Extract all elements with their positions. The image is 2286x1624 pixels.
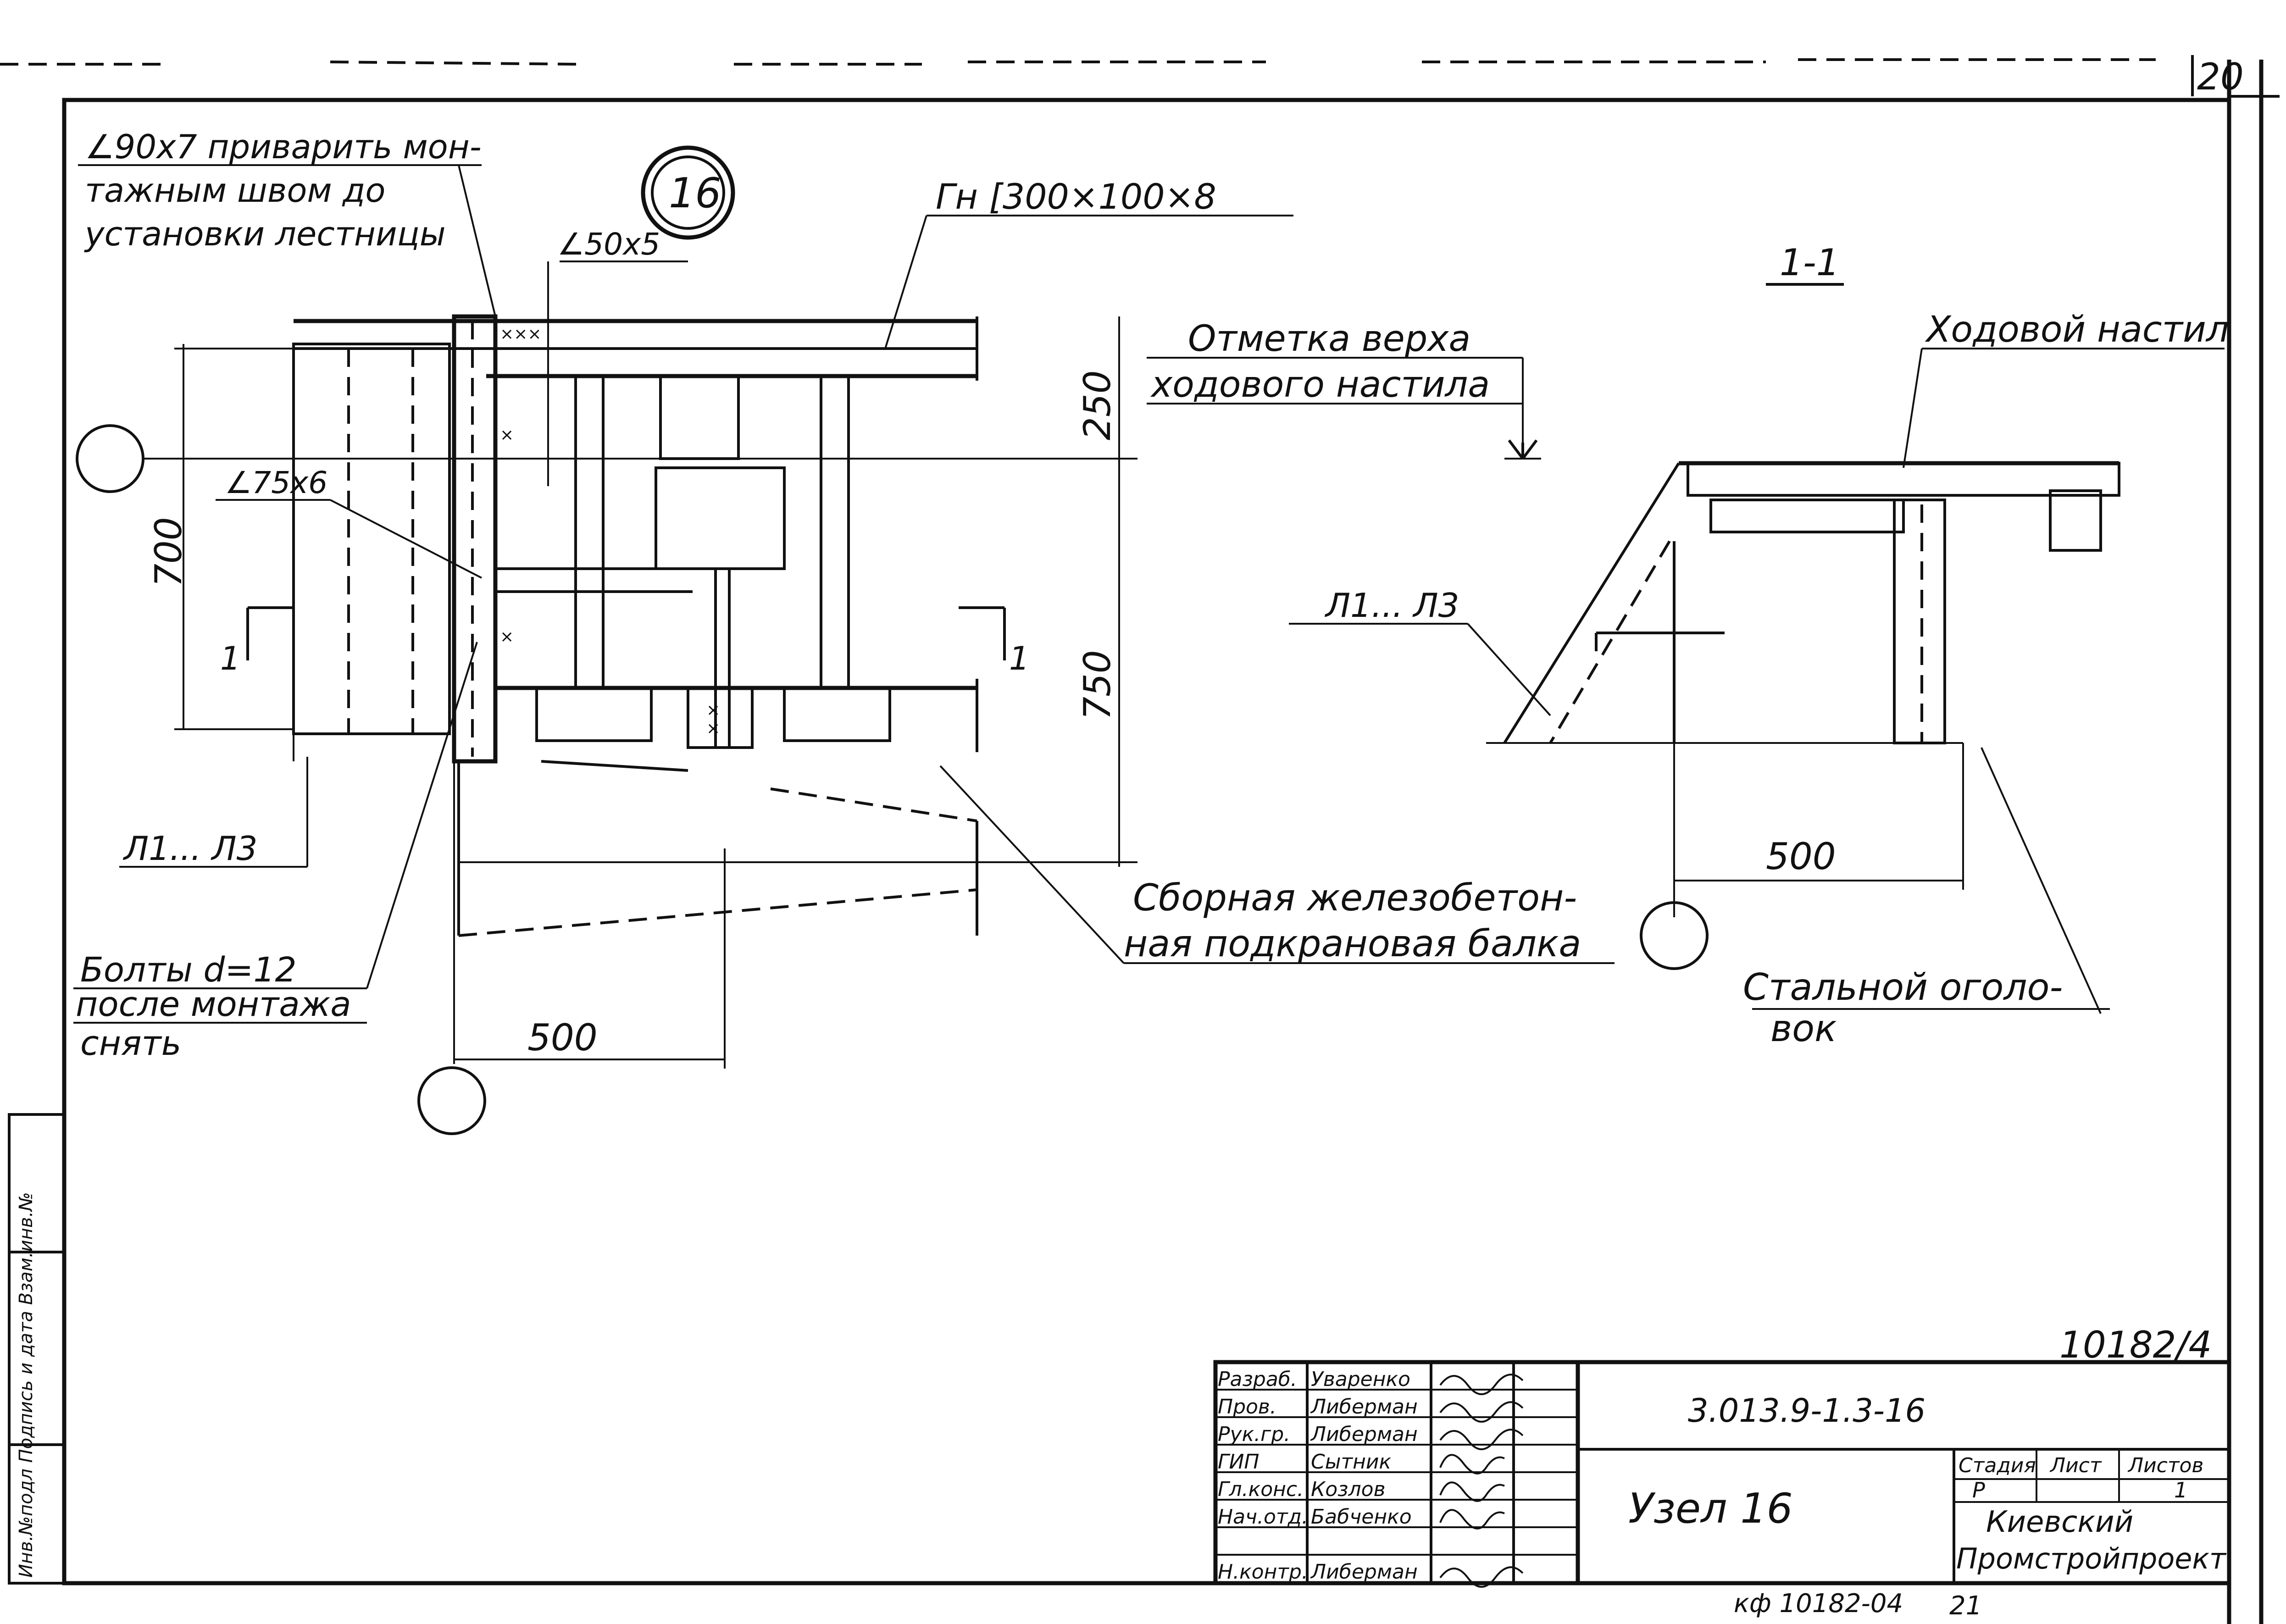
name-5: Бабченко xyxy=(1311,1505,1412,1529)
sheet-header: Лист xyxy=(2049,1454,2102,1477)
stage-value: Р xyxy=(1972,1478,1985,1502)
page-number: 20 xyxy=(2197,55,2244,98)
name-1: Либерман xyxy=(1310,1395,1418,1419)
svg-text:×: × xyxy=(500,627,514,646)
section-mark-left: 1 xyxy=(220,640,241,677)
label-beam-2: ная подкрановая балка xyxy=(1124,922,1581,965)
role-2: Рук.гр. xyxy=(1218,1423,1290,1446)
label-ladders-plan: Л1... Л3 xyxy=(122,829,257,868)
title-block xyxy=(1213,1360,2231,1585)
label-ladders-section: Л1... Л3 xyxy=(1324,586,1459,625)
label-bolts-3: снять xyxy=(80,1024,181,1063)
org-name-1: Киевский xyxy=(1986,1505,2133,1539)
node-number: 16 xyxy=(669,169,721,217)
section-mark-right: 1 xyxy=(1009,640,1030,677)
sheet-value: 1 xyxy=(2174,1478,2187,1502)
label-angle-75: ∠75x6 xyxy=(225,465,327,500)
label-head-1: Стальной оголо- xyxy=(1743,966,2063,1009)
label-head-2: вок xyxy=(1770,1007,1837,1050)
name-3: Сытник xyxy=(1311,1450,1391,1474)
sheet-frame xyxy=(0,55,2280,1624)
label-deck-level-1: Отметка верха xyxy=(1188,318,1470,360)
role-5: Нач.отд. xyxy=(1218,1505,1308,1529)
org-name-2: Промстройпроект xyxy=(1956,1542,2227,1575)
dim-250: 250 xyxy=(1076,370,1119,440)
svg-text:×: × xyxy=(706,701,720,720)
drawing-code: 3.013.9-1.3-16 xyxy=(1688,1392,1925,1430)
drawing-name: Узел 16 xyxy=(1628,1485,1793,1533)
section-view xyxy=(1289,283,2225,1014)
label-angle-90-2: тажным швом до xyxy=(85,171,385,210)
name-7: Либерман xyxy=(1310,1560,1418,1584)
sheets-header: Листов xyxy=(2127,1454,2203,1477)
dim-750: 750 xyxy=(1076,650,1119,720)
plan-leaders xyxy=(73,164,1615,1024)
footer-page: 21 xyxy=(1949,1591,1982,1621)
svg-text:×××: ××× xyxy=(500,325,542,344)
plan-view: ××× × × × × xyxy=(76,145,1137,1135)
role-0: Разраб. xyxy=(1218,1368,1297,1391)
label-deck-level-2: ходового настила xyxy=(1150,364,1490,405)
section-title: 1-1 xyxy=(1780,241,1840,284)
footer-code: кф 10182-04 xyxy=(1734,1589,1903,1618)
label-angle-90-3: установки лестницы xyxy=(84,215,446,253)
role-7: Н.контр. xyxy=(1218,1560,1308,1584)
label-deck: Ходовой настил xyxy=(1925,309,2229,350)
left-stamp xyxy=(8,1113,66,1585)
dim-500-plan: 500 xyxy=(527,1016,598,1059)
svg-text:×: × xyxy=(500,426,514,444)
label-channel: Гн [300×100×8 xyxy=(936,176,1216,217)
role-1: Пров. xyxy=(1218,1395,1276,1419)
dim-500-section: 500 xyxy=(1766,835,1836,878)
name-4: Козлов xyxy=(1311,1478,1386,1501)
label-angle-90: ∠90x7 приварить мон- xyxy=(85,127,482,166)
svg-text:×: × xyxy=(706,719,720,738)
archive-number: 10182/4 xyxy=(2059,1324,2212,1366)
role-3: ГИП xyxy=(1218,1450,1260,1474)
left-stamp-text: Инв.№подл Подпись и дата Взам.инв.№ xyxy=(16,1192,37,1578)
stage-header: Стадия xyxy=(1959,1454,2036,1477)
dim-700: 700 xyxy=(147,517,190,587)
name-2: Либерман xyxy=(1310,1423,1418,1446)
label-beam-1: Сборная железобетон- xyxy=(1133,876,1577,919)
label-bolts-1: Болты d=12 xyxy=(80,950,297,990)
role-4: Гл.конс. xyxy=(1218,1478,1304,1501)
label-angle-50: ∠50x5 xyxy=(557,227,660,262)
label-bolts-2: после монтажа xyxy=(76,985,351,1024)
name-0: Уваренко xyxy=(1311,1368,1410,1391)
signatures xyxy=(1439,1374,1524,1588)
